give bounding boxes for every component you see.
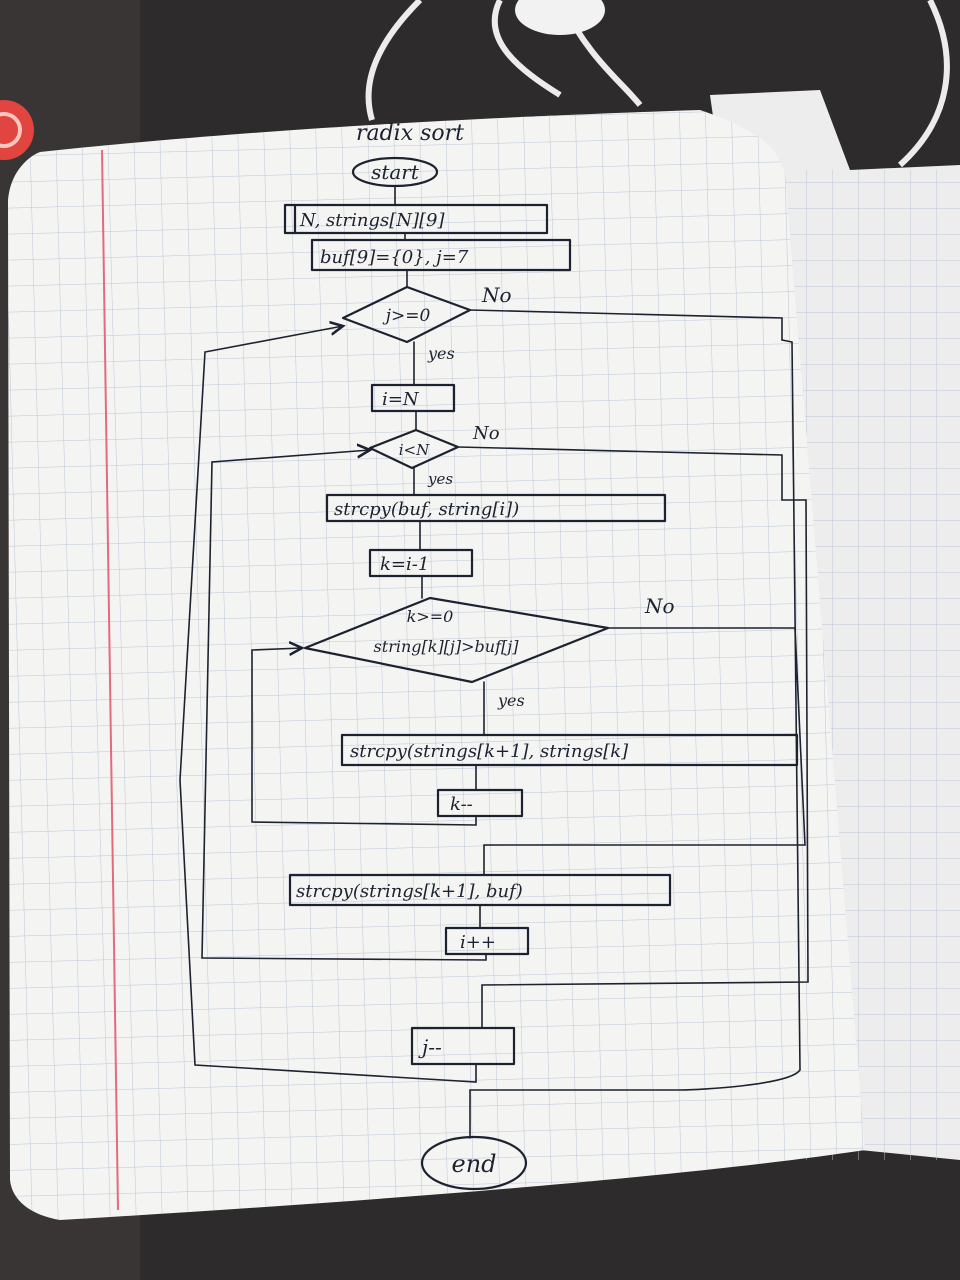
yes-k-label: yes xyxy=(497,691,525,710)
copy-buf-label: strcpy(buf, string[i]) xyxy=(334,499,519,520)
init-label: buf[9]={0}, j=7 xyxy=(320,247,469,268)
decision-k-label-1: k>=0 xyxy=(407,607,454,626)
margin-line xyxy=(101,149,119,1211)
set-i-block xyxy=(370,383,456,413)
decision-k xyxy=(303,596,610,684)
end-terminator xyxy=(420,1135,528,1191)
dec-j-block xyxy=(410,1026,516,1066)
inc-i-block xyxy=(444,926,530,956)
decision-j xyxy=(341,285,472,344)
yes-i-label: yes xyxy=(427,470,453,488)
decision-i xyxy=(368,428,460,470)
no-k-label: No xyxy=(644,594,675,618)
cable xyxy=(365,0,950,168)
input-label: N, strings[N][9] xyxy=(299,210,445,231)
copy-buf-block xyxy=(325,493,667,523)
input-block xyxy=(283,203,549,235)
start-label: start xyxy=(371,160,420,184)
set-i-label: i=N xyxy=(382,389,420,410)
inc-i-label: i++ xyxy=(460,932,496,953)
set-k-block xyxy=(368,548,474,578)
set-k-label: k=i-1 xyxy=(380,554,429,575)
dec-j-label: j-- xyxy=(418,1035,442,1059)
earbud-icon xyxy=(515,0,605,35)
decision-i-label: i<N xyxy=(399,441,430,459)
no-j-label: No xyxy=(481,283,512,307)
decision-k-label-2: string[k][j]>buf[j] xyxy=(374,637,520,656)
dec-k-block xyxy=(436,788,524,818)
diagram-title: radix sort xyxy=(356,121,464,146)
end-label: end xyxy=(451,1150,496,1178)
place-label: strcpy(strings[k+1], buf) xyxy=(296,881,523,902)
yes-j-label: yes xyxy=(427,344,455,363)
decision-j-label: j>=0 xyxy=(382,306,431,326)
no-i-label: No xyxy=(472,423,500,444)
flowchart: radix sort start N, strings[N][9] buf[9]… xyxy=(179,121,809,1191)
shift-label: strcpy(strings[k+1], strings[k] xyxy=(350,741,629,762)
init-block xyxy=(310,238,572,272)
dec-k-label: k-- xyxy=(450,794,473,815)
